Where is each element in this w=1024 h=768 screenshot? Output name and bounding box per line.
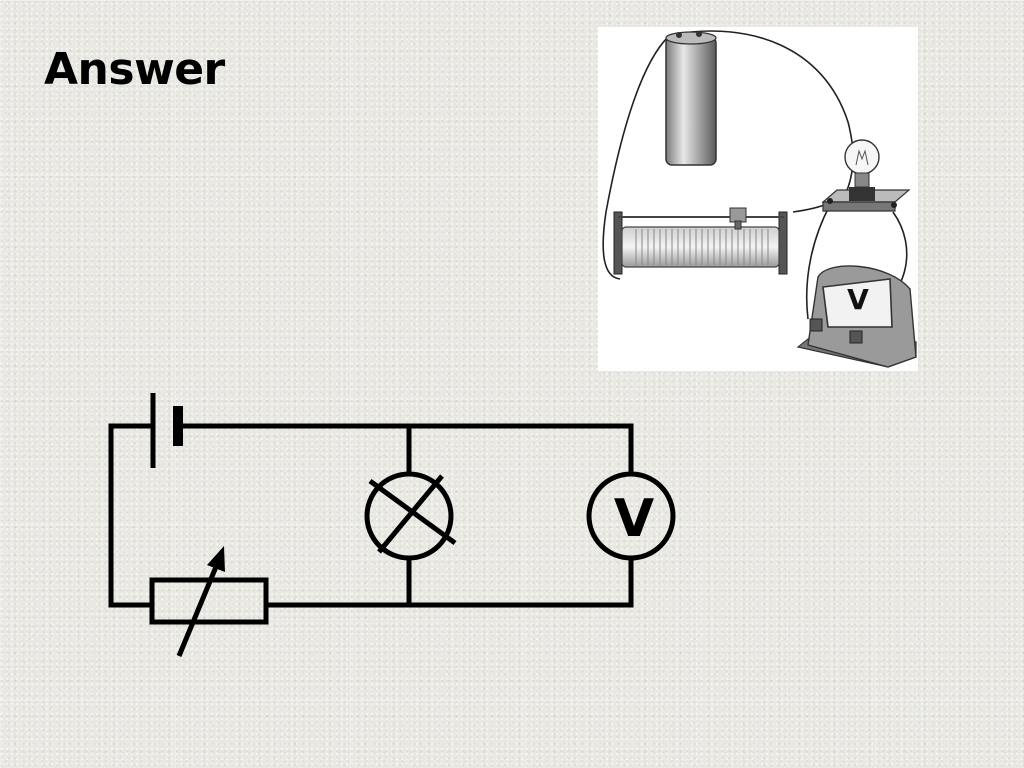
photo-wire-lamp-to-meter-a (805, 204, 831, 320)
circuit-photo: V (598, 27, 918, 371)
photo-cell (665, 31, 717, 166)
cell-symbol (150, 393, 183, 468)
photo-wire-cell-to-rheostat (602, 36, 669, 280)
photo-lamp (821, 139, 911, 212)
voltmeter-symbol: V (586, 471, 676, 561)
photo-voltmeter: V (796, 265, 917, 368)
variable-resistor-symbol (149, 546, 269, 657)
photo-rheostat (613, 207, 788, 275)
arrow-head-icon (207, 546, 225, 572)
circuit-photo-drawing: V (602, 30, 917, 368)
slide-title: Answer (44, 44, 225, 95)
lamp-symbol (364, 471, 457, 561)
photo-voltmeter-label: V (847, 283, 869, 316)
voltmeter-symbol-label: V (614, 489, 654, 549)
